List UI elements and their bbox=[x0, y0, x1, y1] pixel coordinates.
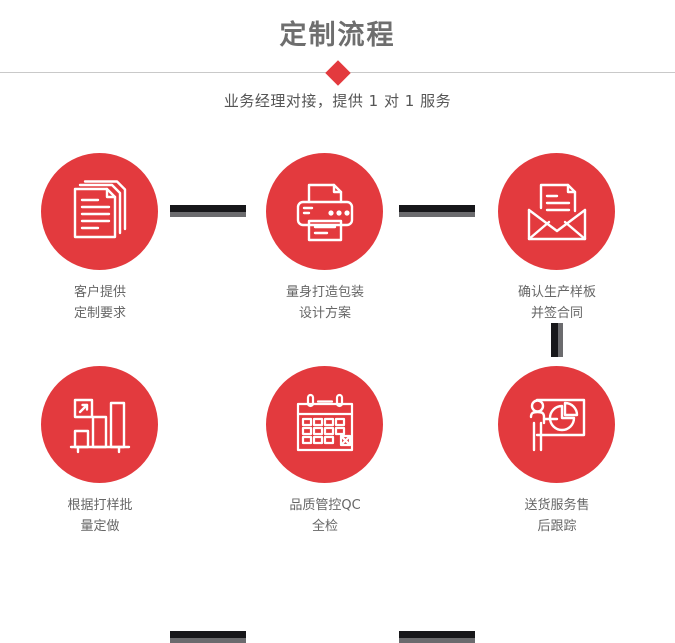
step-2-label-line2: 设计方案 bbox=[298, 306, 351, 321]
step-3-label-line1: 确认生产样板 bbox=[517, 285, 596, 300]
bar-chart-growth-icon bbox=[67, 392, 133, 458]
step-4-label: 根据打样批 量定做 bbox=[20, 495, 180, 537]
step-1-label-line1: 客户提供 bbox=[73, 285, 126, 300]
step-2-label: 量身打造包装 设计方案 bbox=[245, 282, 405, 324]
page-title: 定制流程 bbox=[279, 20, 396, 51]
connector-step4-step5 bbox=[170, 631, 246, 643]
process-step-2[interactable]: 量身打造包装 设计方案 bbox=[245, 140, 405, 340]
process-step-4[interactable]: 根据打样批 量定做 bbox=[20, 353, 180, 553]
process-step-6[interactable]: 送货服务售 后跟踪 bbox=[477, 353, 637, 553]
title-divider bbox=[0, 60, 675, 86]
diamond-marker-icon bbox=[324, 60, 351, 86]
process-step-1[interactable]: 客户提供 定制要求 bbox=[20, 140, 180, 340]
step-1-icon-circle bbox=[41, 153, 158, 270]
process-step-3[interactable]: 确认生产样板 并签合同 bbox=[477, 140, 637, 340]
step-1-label: 客户提供 定制要求 bbox=[20, 282, 180, 324]
envelope-document-icon bbox=[524, 179, 590, 245]
step-3-label: 确认生产样板 并签合同 bbox=[477, 282, 637, 324]
step-5-label: 品质管控QC 全检 bbox=[245, 495, 405, 537]
connector-shadow bbox=[399, 638, 475, 643]
step-6-label: 送货服务售 后跟踪 bbox=[477, 495, 637, 537]
process-row-2: 根据打样批 量定做 bbox=[0, 353, 675, 643]
connector-step2-step3 bbox=[399, 205, 475, 217]
step-2-label-line1: 量身打造包装 bbox=[285, 285, 364, 300]
process-row-1: 客户提供 定制要求 bbox=[0, 140, 675, 357]
connector-bar bbox=[170, 631, 246, 638]
step-6-icon-circle bbox=[498, 366, 615, 483]
printer-icon bbox=[292, 179, 358, 245]
connector-step1-step2 bbox=[170, 205, 246, 217]
connector-bar bbox=[399, 631, 475, 638]
step-6-label-line1: 送货服务售 bbox=[524, 498, 590, 513]
step-5-label-line1: 品质管控QC bbox=[289, 498, 361, 513]
connector-step3-step6-vertical bbox=[551, 323, 563, 357]
step-4-icon-circle bbox=[41, 366, 158, 483]
step-5-icon-circle bbox=[266, 366, 383, 483]
step-6-label-line2: 后跟踪 bbox=[537, 519, 577, 534]
process-step-5[interactable]: 品质管控QC 全检 bbox=[245, 353, 405, 553]
connector-shadow bbox=[170, 212, 246, 217]
step-4-label-line1: 根据打样批 bbox=[67, 498, 133, 513]
connector-bar bbox=[170, 205, 246, 212]
connector-shadow bbox=[399, 212, 475, 217]
calendar-icon bbox=[292, 392, 358, 458]
step-2-icon-circle bbox=[266, 153, 383, 270]
connector-shadow bbox=[558, 323, 563, 357]
connector-shadow bbox=[170, 638, 246, 643]
connector-step5-step6 bbox=[399, 631, 475, 643]
documents-stack-icon bbox=[67, 179, 133, 245]
step-1-label-line2: 定制要求 bbox=[73, 306, 126, 321]
presenter-pie-chart-icon bbox=[524, 392, 590, 458]
step-5-label-line2: 全检 bbox=[311, 519, 338, 534]
page-subtitle: 业务经理对接，提供 1 对 1 服务 bbox=[223, 92, 452, 110]
header: 定制流程 业务经理对接，提供 1 对 1 服务 bbox=[0, 0, 675, 130]
step-4-label-line2: 量定做 bbox=[80, 519, 120, 534]
step-3-label-line2: 并签合同 bbox=[530, 306, 583, 321]
connector-bar bbox=[399, 205, 475, 212]
connector-bar bbox=[551, 323, 558, 357]
step-3-icon-circle bbox=[498, 153, 615, 270]
process-flow: 客户提供 定制要求 bbox=[0, 140, 675, 643]
